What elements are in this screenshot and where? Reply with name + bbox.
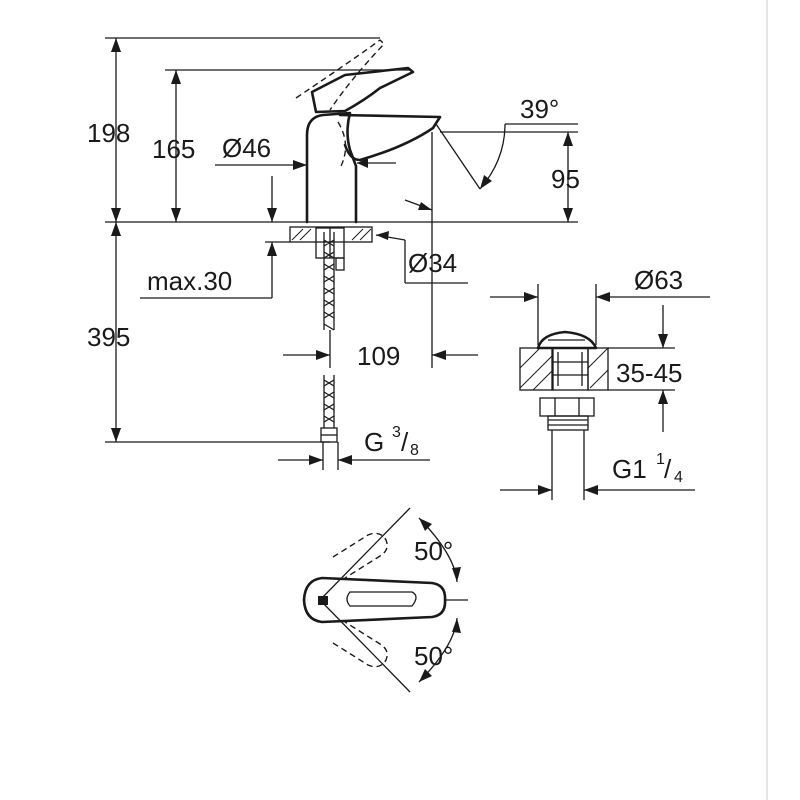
faucet-handle (310, 66, 415, 114)
threaded-rod (335, 257, 345, 271)
dim-swivel-lower-label: 50° (414, 641, 453, 671)
waste-body (551, 347, 589, 391)
faucet-handle-raised (295, 39, 385, 111)
dim-39-degree (435, 123, 578, 190)
waste-plug-cap (536, 330, 598, 350)
waste-valve (519, 330, 609, 500)
dim-95 (563, 132, 573, 222)
dim-diameter-46-label: Ø46 (222, 133, 271, 163)
dim-waste-thread-base: G1 (612, 454, 647, 484)
faucet-spout (338, 113, 442, 162)
faucet-top-view (302, 507, 468, 693)
swivel-position-upper (332, 532, 388, 579)
dim-95-label: 95 (551, 164, 580, 194)
dim-165-label: 165 (152, 134, 195, 164)
dim-diameter-34 (375, 231, 468, 284)
top-view-body (302, 576, 447, 624)
dim-max30 (140, 176, 290, 299)
swivel-line-upper (319, 507, 411, 601)
dim-hose-thread-den: 8 (410, 442, 419, 459)
dim-hose-thread-slash: / (401, 427, 409, 457)
dim-hose-thread (278, 442, 430, 470)
dim-waste-thread-den: 4 (674, 469, 683, 486)
waste-washer (547, 415, 589, 431)
dim-hose-thread-base: G (364, 427, 384, 457)
dim-35-45-label: 35-45 (616, 358, 683, 388)
swivel-arrow-upper-a (419, 518, 432, 531)
dim-diameter-63 (490, 284, 710, 345)
basin-wall-left (519, 347, 554, 391)
mounting-plate-hatch (291, 228, 372, 241)
top-view-aerator (318, 596, 328, 605)
swivel-arrow-lower-a (452, 618, 461, 633)
dim-hose-thread-num: 3 (392, 424, 401, 441)
dim-165 (165, 69, 410, 222)
dim-waste-thread-slash: / (664, 454, 672, 484)
dim-diameter-46 (215, 160, 307, 170)
dim-waste-thread (500, 485, 695, 495)
dim-35-45 (608, 305, 675, 432)
dim-swivel-upper-label: 50° (414, 536, 453, 566)
dim-max30-label: max.30 (147, 266, 232, 296)
dim-198 (105, 37, 380, 222)
flow-arrowhead (357, 158, 368, 168)
dim-395 (105, 222, 330, 443)
dim-109 (283, 132, 478, 368)
faucet-body (305, 111, 358, 224)
dim-39-degree-label: 39° (520, 94, 559, 124)
swivel-arrow-upper-b (452, 567, 461, 582)
waste-body-detail (552, 352, 588, 386)
supply-hose-lower (323, 375, 335, 428)
basin-hatch (519, 347, 609, 391)
dim-diameter-63-label: Ø63 (634, 265, 683, 295)
dim-109-label: 109 (357, 341, 400, 371)
swivel-position-lower (332, 621, 388, 668)
faucet-side-view (105, 39, 578, 443)
top-view-handle (346, 591, 417, 607)
supply-hose-upper (323, 232, 335, 331)
waste-nut (539, 397, 595, 417)
swivel-line-lower (319, 599, 411, 693)
dim-waste-thread-num: 1 (656, 451, 665, 468)
basin-wall-right (587, 347, 609, 391)
dim-198-label: 198 (87, 118, 130, 148)
swivel-arrow-lower-b (419, 669, 432, 682)
dim-395-label: 395 (87, 322, 130, 352)
water-flow-arc (337, 121, 347, 169)
waste-thread-lines (548, 419, 588, 426)
